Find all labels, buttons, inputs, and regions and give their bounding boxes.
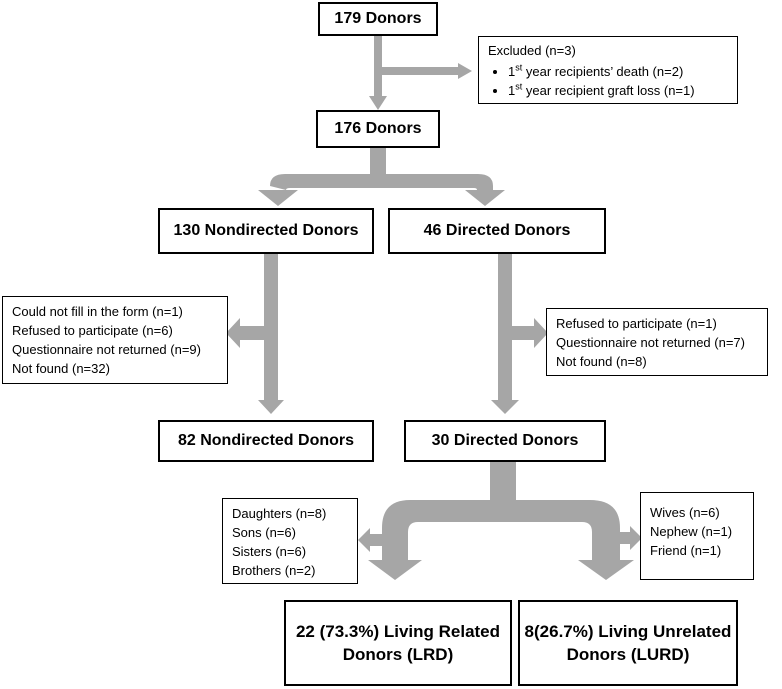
box-lrd-line1: 22 (73.3%) Living Related — [295, 622, 501, 641]
arrow-to-excluded-head — [458, 63, 472, 79]
arrow-to-related-breakdown — [370, 534, 382, 546]
box-130-nondirected: 130 Nondirected Donors — [158, 208, 374, 254]
excluded-item: 1st year recipients’ death (n=2) — [508, 62, 728, 81]
arrow-to-130-head — [258, 190, 298, 206]
list-item: Daughters (n=8) — [232, 506, 327, 521]
list-item: Questionnaire not returned (n=9) — [12, 342, 201, 357]
box-130-nondirected-label: 130 Nondirected Donors — [173, 222, 359, 239]
arrow-179-to-176 — [374, 36, 382, 96]
arrow-to-nondirected-losses-head — [226, 318, 240, 348]
arrow-to-nondirected-losses — [240, 326, 264, 340]
list-item: Refused to participate (n=1) — [556, 316, 717, 331]
box-176-donors: 176 Donors — [316, 110, 440, 148]
box-46-directed: 46 Directed Donors — [388, 208, 606, 254]
directed-losses-note: Refused to participate (n=1) Questionnai… — [546, 308, 768, 376]
box-lurd-line1: 8(26.7%) Living Unrelated — [524, 622, 732, 641]
list-item: Questionnaire not returned (n=7) — [556, 335, 745, 350]
box-176-donors-label: 176 Donors — [334, 120, 422, 137]
arrow-to-directed-losses — [512, 326, 534, 340]
arrow-to-related-breakdown-head — [358, 528, 370, 552]
list-item: Nephew (n=1) — [650, 524, 733, 539]
list-item: Could not fill in the form (n=1) — [12, 304, 183, 319]
list-item: Not found (n=32) — [12, 361, 110, 376]
list-item: Sons (n=6) — [232, 525, 296, 540]
list-item: Refused to participate (n=6) — [12, 323, 173, 338]
list-item: Brothers (n=2) — [232, 563, 316, 578]
arrow-to-lrd-head — [368, 560, 422, 580]
arrow-to-directed-losses-head — [534, 318, 548, 348]
arrow-to-unrelated-breakdown — [620, 532, 630, 544]
arrow-46-to-30-head — [491, 400, 519, 414]
related-breakdown-note: Daughters (n=8) Sons (n=6) Sisters (n=6)… — [222, 498, 358, 584]
box-lrd: 22 (73.3%) Living Related Donors (LRD) — [284, 600, 512, 686]
box-179-donors-label: 179 Donors — [334, 10, 422, 27]
box-lurd: 8(26.7%) Living Unrelated Donors (LURD) — [518, 600, 738, 686]
arrow-to-46-head — [465, 190, 505, 206]
list-item: Friend (n=1) — [650, 543, 722, 558]
arrow-to-excluded — [382, 67, 458, 75]
list-item: Sisters (n=6) — [232, 544, 307, 559]
arrow-176-split — [270, 174, 493, 190]
excluded-note: Excluded (n=3) 1st year recipients’ deat… — [478, 36, 738, 104]
excluded-list: 1st year recipients’ death (n=2) 1st yea… — [488, 62, 728, 100]
arrow-to-lurd-head — [578, 560, 634, 580]
arrow-to-unrelated-breakdown-head — [630, 526, 642, 550]
list-item: Not found (n=8) — [556, 354, 647, 369]
arrow-46-to-30 — [498, 254, 512, 400]
arrow-30-split — [382, 500, 620, 560]
excluded-title: Excluded (n=3) — [488, 43, 576, 58]
nondirected-losses-note: Could not fill in the form (n=1) Refused… — [2, 296, 228, 384]
arrow-130-to-82 — [264, 254, 278, 400]
excluded-item: 1st year recipient graft loss (n=1) — [508, 81, 728, 100]
box-lrd-line2: Donors (LRD) — [342, 645, 454, 664]
unrelated-breakdown-note: Wives (n=6) Nephew (n=1) Friend (n=1) — [640, 492, 754, 580]
arrow-176-stem — [370, 148, 386, 178]
box-82-nondirected: 82 Nondirected Donors — [158, 420, 374, 462]
box-179-donors: 179 Donors — [318, 2, 438, 36]
arrow-179-to-176-head — [369, 96, 387, 110]
arrow-130-to-82-head — [258, 400, 284, 414]
list-item: Wives (n=6) — [650, 505, 720, 520]
box-30-directed: 30 Directed Donors — [404, 420, 606, 462]
box-30-directed-label: 30 Directed Donors — [431, 432, 579, 449]
arrow-30-stem — [490, 462, 516, 502]
box-46-directed-label: 46 Directed Donors — [423, 222, 571, 239]
box-lurd-line2: Donors (LURD) — [566, 645, 690, 664]
box-82-nondirected-label: 82 Nondirected Donors — [177, 432, 355, 449]
